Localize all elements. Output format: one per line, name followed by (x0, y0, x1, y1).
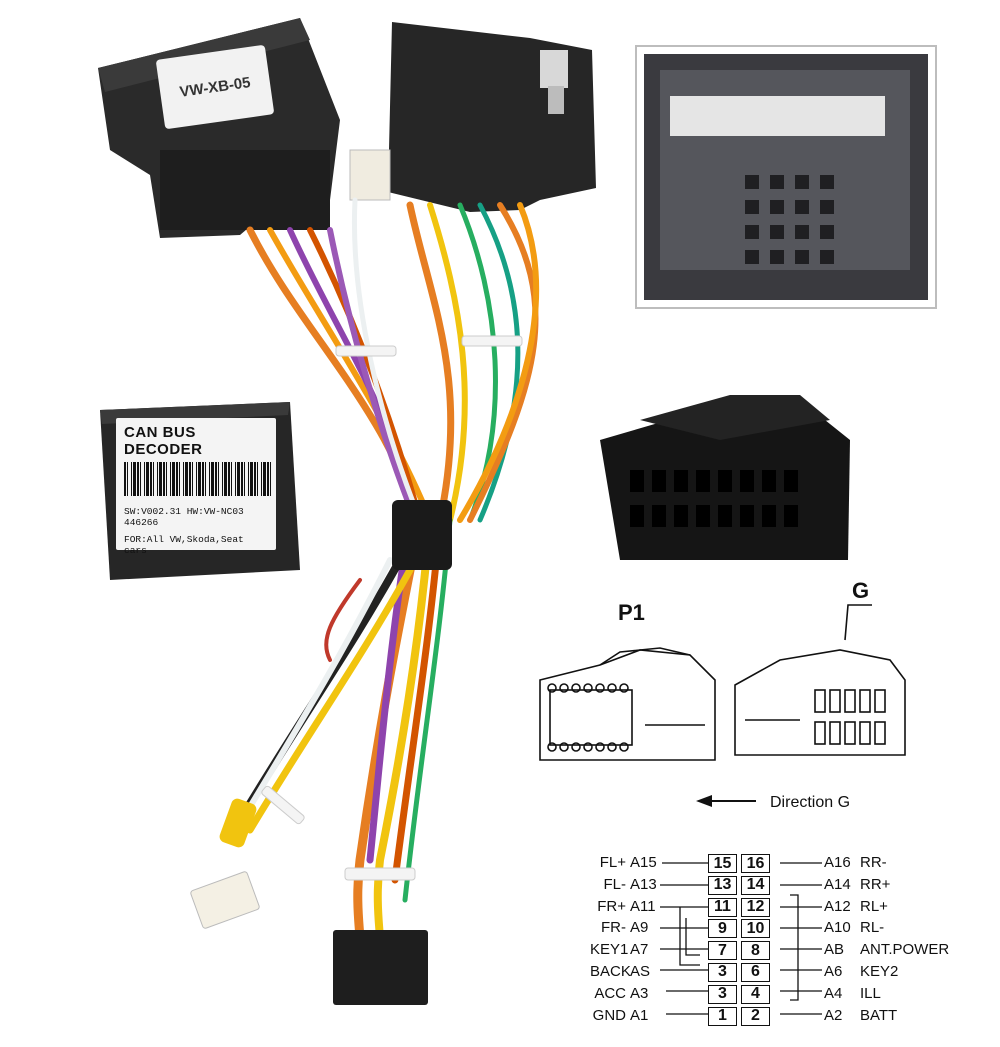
pin-left-code: A3 (630, 984, 649, 1002)
pin-left-signal: FR+ (597, 897, 626, 915)
pin-number: 4 (741, 984, 770, 1004)
p1-label: P1 (618, 600, 645, 625)
pin-left-signal: KEY1 (590, 941, 629, 959)
pin-left-code: A15 (630, 854, 657, 871)
pin-number: 13 (708, 875, 737, 895)
pin-right-code: A4 (824, 984, 843, 1002)
pin-right-code: A6 (824, 963, 843, 980)
pin-left-signal: ACC (594, 984, 626, 1002)
pin-right-signal: RL+ (860, 897, 888, 915)
pin-number: 1 (708, 1006, 737, 1026)
pin-left-code: A1 (630, 1006, 649, 1024)
pin-right-signal: BATT (860, 1006, 898, 1024)
cable-ties (261, 335, 523, 881)
pin-right-code: A16 (824, 854, 851, 871)
pin-number: 12 (741, 897, 770, 917)
pinout-leaders (660, 862, 822, 1015)
pin-number: 6 (741, 962, 770, 982)
g-label: G (852, 578, 870, 603)
pin-number: 16 (741, 854, 770, 873)
pin-number: 10 (741, 919, 770, 939)
quadlock-closeup (635, 45, 937, 309)
pin-right-signal: RL- (860, 919, 885, 937)
p1-connector-drawing (539, 647, 716, 761)
pin-right-signal: ANT.POWER (860, 941, 950, 959)
pin-number: 15 (708, 854, 737, 873)
direction-arrow (696, 795, 756, 807)
pin-number: 2 (741, 1006, 770, 1026)
pin-left-signal: FR- (601, 919, 626, 937)
pin-right-signal: KEY2 (860, 963, 899, 980)
pin-left-signal: BACK (590, 963, 631, 980)
pin-left-code: A7 (630, 941, 649, 959)
pin-left-code: A13 (630, 875, 657, 893)
decoder-compatibility: FOR:All VW,Skoda,Seat cars (124, 534, 244, 556)
rca-plug (190, 798, 260, 929)
pin-right-signal: RR- (860, 854, 887, 871)
pin-number: 11 (708, 897, 737, 917)
direction-label: Direction G (770, 794, 851, 811)
pin-left-code: A11 (630, 897, 656, 915)
pin-number: 8 (741, 941, 770, 961)
pin-right-signal: RR+ (860, 875, 891, 893)
pin-left-code: AS (630, 963, 651, 980)
pin-left-signal: FL+ (599, 854, 626, 871)
decoder-title: CAN BUS DECODER (124, 424, 203, 458)
pin-number: 14 (741, 875, 770, 895)
bottom-connector (333, 930, 428, 1005)
pin-right-code: A14 (824, 875, 851, 893)
iso-16pin-connector (600, 395, 850, 560)
pin-right-code: A2 (824, 1006, 843, 1024)
inline-module (392, 500, 452, 570)
barcode (124, 462, 272, 496)
iso-connector (349, 22, 596, 212)
pin-left-signal: GND (592, 1006, 626, 1024)
decoder-version: SW:V002.31 HW:VW-NC03 446266 (124, 506, 244, 528)
g-connector-drawing (734, 604, 906, 756)
pin-right-code: A10 (824, 919, 851, 937)
pin-right-signal: ILL (860, 984, 881, 1002)
pin-left-code: A9 (630, 919, 649, 937)
pin-number: 3 (708, 984, 737, 1004)
pin-number: 9 (708, 919, 737, 939)
pin-number: 7 (708, 941, 737, 961)
pin-right-code: AB (824, 941, 845, 959)
decoder-label: CAN BUS DECODER SW:V002.31 HW:VW-NC03 44… (116, 418, 276, 556)
pin-number: 3 (708, 962, 737, 982)
pin-left-signal: FL- (603, 875, 627, 893)
pin-right-code: A12 (824, 897, 851, 915)
